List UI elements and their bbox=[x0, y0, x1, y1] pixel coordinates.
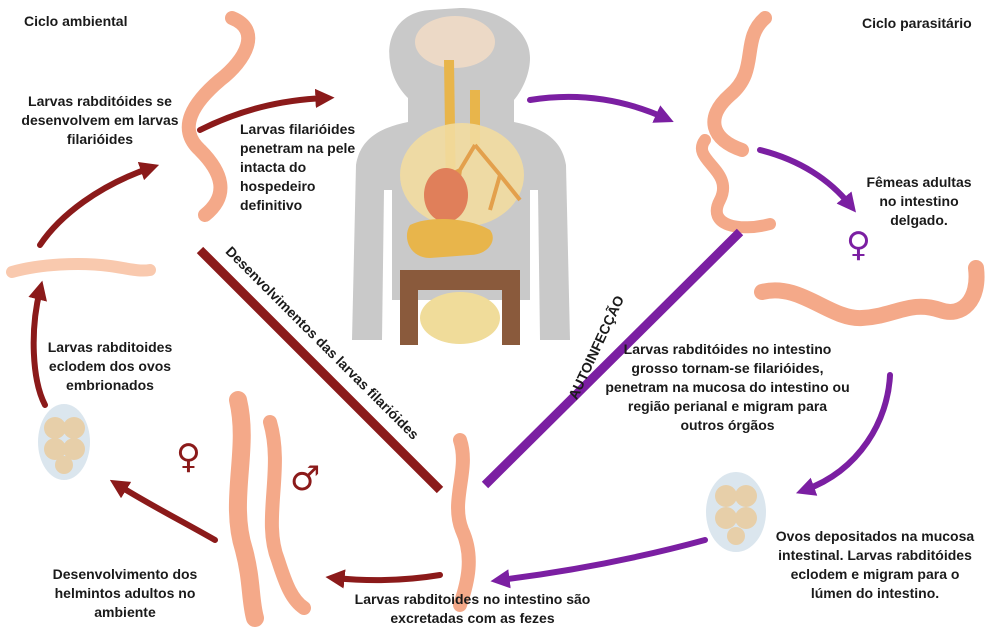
arrow-excreted bbox=[335, 575, 440, 580]
label-rhabditoid-to-filariform: Larvas rabditóides se desenvolvem em lar… bbox=[8, 92, 192, 149]
label-rhabditoid-excreted: Larvas rabditoides no intestino são excr… bbox=[330, 590, 615, 628]
small-intestine-shape bbox=[420, 292, 500, 344]
arrow-larva-develop bbox=[40, 168, 150, 245]
egg-left bbox=[38, 404, 90, 480]
egg-right bbox=[706, 472, 766, 552]
label-rhabditoid-hatch: Larvas rabditoides eclodem dos ovos embr… bbox=[30, 338, 190, 395]
label-autoinfection-description: Larvas rabditóides no intestino grosso t… bbox=[605, 340, 850, 435]
label-adult-females-intestine: Fêmeas adultas no intestino delgado. bbox=[862, 173, 976, 230]
larva-adult-female-parasitic bbox=[762, 268, 977, 318]
larva-adult-female-environment bbox=[238, 400, 255, 618]
parasitic-cycle-title: Ciclo parasitário bbox=[862, 14, 972, 33]
arrow-body-to-larva bbox=[530, 97, 665, 118]
female-symbol-environment: ♀ bbox=[176, 440, 201, 474]
larva-adult-male-environment bbox=[270, 422, 304, 608]
environmental-cycle-title: Ciclo ambiental bbox=[24, 12, 127, 31]
larva-left-horizontal bbox=[12, 264, 150, 272]
male-symbol-environment: ♂ bbox=[290, 462, 320, 496]
human-body-figure bbox=[352, 8, 570, 345]
brain-shape bbox=[415, 16, 495, 68]
larva-top-right bbox=[714, 18, 765, 150]
label-eggs-in-mucosa: Ovos depositados na mucosa intestinal. L… bbox=[770, 527, 980, 603]
label-adult-helminth-development: Desenvolvimento dos helmintos adultos no… bbox=[40, 565, 210, 622]
larva-center-bottom bbox=[458, 440, 469, 605]
arrow-egg-to-center bbox=[500, 540, 705, 580]
heart-shape bbox=[424, 168, 468, 222]
female-symbol-parasitic: ♀ bbox=[846, 228, 871, 262]
arrow-to-eggs bbox=[118, 485, 215, 540]
label-filariform-penetrate-skin: Larvas filarióides penetram na pele inta… bbox=[240, 120, 380, 215]
arrow-to-intestine bbox=[760, 150, 850, 205]
